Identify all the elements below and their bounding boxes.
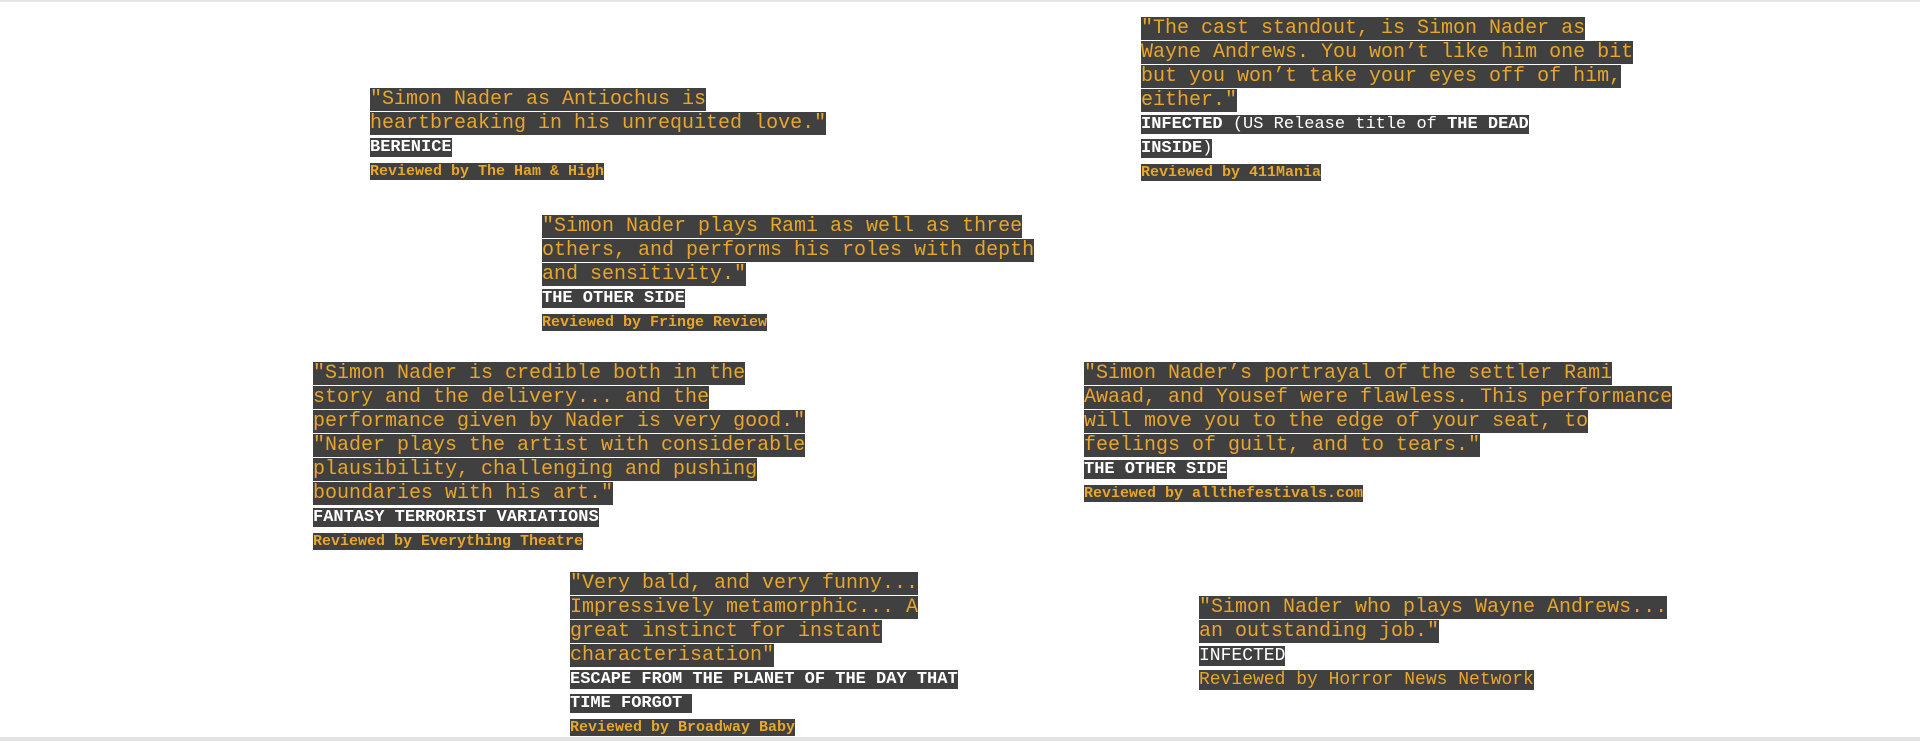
title-part: ) [1202, 139, 1213, 158]
review-quote-line: "The cast standout, is Simon Nader as [1141, 17, 1586, 40]
review-quote-line: Impressively metamorphic... A [570, 596, 919, 619]
reviewer-credit: Reviewed by Everything Theatre [313, 533, 584, 550]
review-quote-line: heartbreaking in his unrequited love." [370, 112, 827, 135]
bottom-divider [0, 737, 1920, 741]
review-quote-line: "Very bald, and very funny... [570, 572, 919, 595]
review-production-title: INSIDE) [1141, 139, 1213, 158]
review-production-title: TIME FORGOT [570, 694, 693, 713]
review-quote-line: "Simon Nader who plays Wayne Andrews... [1199, 596, 1668, 619]
review-quote-line: Wayne Andrews. You won’t like him one bi… [1141, 41, 1634, 64]
review-quote-line: great instinct for instant [570, 620, 883, 643]
reviewer-credit: Reviewed by allthefestivals.com [1084, 485, 1364, 502]
review-infected-411mania: "The cast standout, is Simon Nader as Wa… [1141, 17, 1634, 184]
review-fantasy-terrorist-variations: "Simon Nader is credible both in the sto… [313, 362, 806, 553]
review-quote-line: "Simon Nader as Antiochus is [370, 88, 707, 111]
review-production-title: BERENICE [370, 138, 452, 157]
review-quote-line: others, and performs his roles with dept… [542, 239, 1035, 262]
review-quote-line: "Simon Nader’s portrayal of the settler … [1084, 362, 1613, 385]
reviewer-credit: Reviewed by 411Mania [1141, 164, 1322, 181]
review-quote-line: story and the delivery... and the [313, 386, 710, 409]
review-quote-line: and sensitivity." [542, 263, 747, 286]
review-berenice: "Simon Nader as Antiochus is heartbreaki… [370, 88, 827, 183]
reviewer-credit: Reviewed by Horror News Network [1199, 670, 1534, 690]
review-production-title: INFECTED [1199, 646, 1286, 666]
review-quote-line: will move you to the edge of your seat, … [1084, 410, 1589, 433]
review-quote-line: boundaries with his art." [313, 482, 614, 505]
top-divider [0, 0, 1920, 2]
review-quote-line: Awaad, and Yousef were flawless. This pe… [1084, 386, 1673, 409]
review-quote-line: performance given by Nader is very good.… [313, 410, 806, 433]
reviewer-credit: Reviewed by Broadway Baby [570, 719, 796, 736]
review-production-title: THE OTHER SIDE [1084, 460, 1227, 479]
review-quote-line: but you won’t take your eyes off of him, [1141, 65, 1622, 88]
review-quote-line: an outstanding job." [1199, 620, 1440, 643]
review-other-side-allthefestivals: "Simon Nader’s portrayal of the settler … [1084, 362, 1673, 505]
review-quote-line: plausibility, challenging and pushing [313, 458, 758, 481]
review-quote-line: either." [1141, 89, 1238, 112]
review-production-title: INFECTED (US Release title of THE DEAD [1141, 115, 1529, 134]
review-production-title: ESCAPE FROM THE PLANET OF THE DAY THAT [570, 670, 958, 689]
title-part: (US Release title of [1222, 115, 1448, 134]
review-quote-line: "Simon Nader plays Rami as well as three [542, 215, 1023, 238]
reviewer-credit: Reviewed by Fringe Review [542, 314, 768, 331]
title-part: THE DEAD [1447, 115, 1529, 134]
review-quote-line: "Nader plays the artist with considerabl… [313, 434, 806, 457]
review-other-side-fringe: "Simon Nader plays Rami as well as three… [542, 215, 1035, 334]
review-infected-horror-news: "Simon Nader who plays Wayne Andrews... … [1199, 596, 1668, 692]
review-production-title: FANTASY TERRORIST VARIATIONS [313, 508, 599, 527]
review-quote-line: characterisation" [570, 644, 775, 667]
title-part: INFECTED [1141, 115, 1223, 134]
review-production-title: THE OTHER SIDE [542, 289, 685, 308]
reviewer-credit: Reviewed by The Ham & High [370, 163, 605, 180]
review-quote-line: "Simon Nader is credible both in the [313, 362, 746, 385]
title-part: INSIDE [1141, 139, 1203, 158]
review-escape-from-the-planet: "Very bald, and very funny... Impressive… [570, 572, 958, 739]
review-quote-line: feelings of guilt, and to tears." [1084, 434, 1481, 457]
